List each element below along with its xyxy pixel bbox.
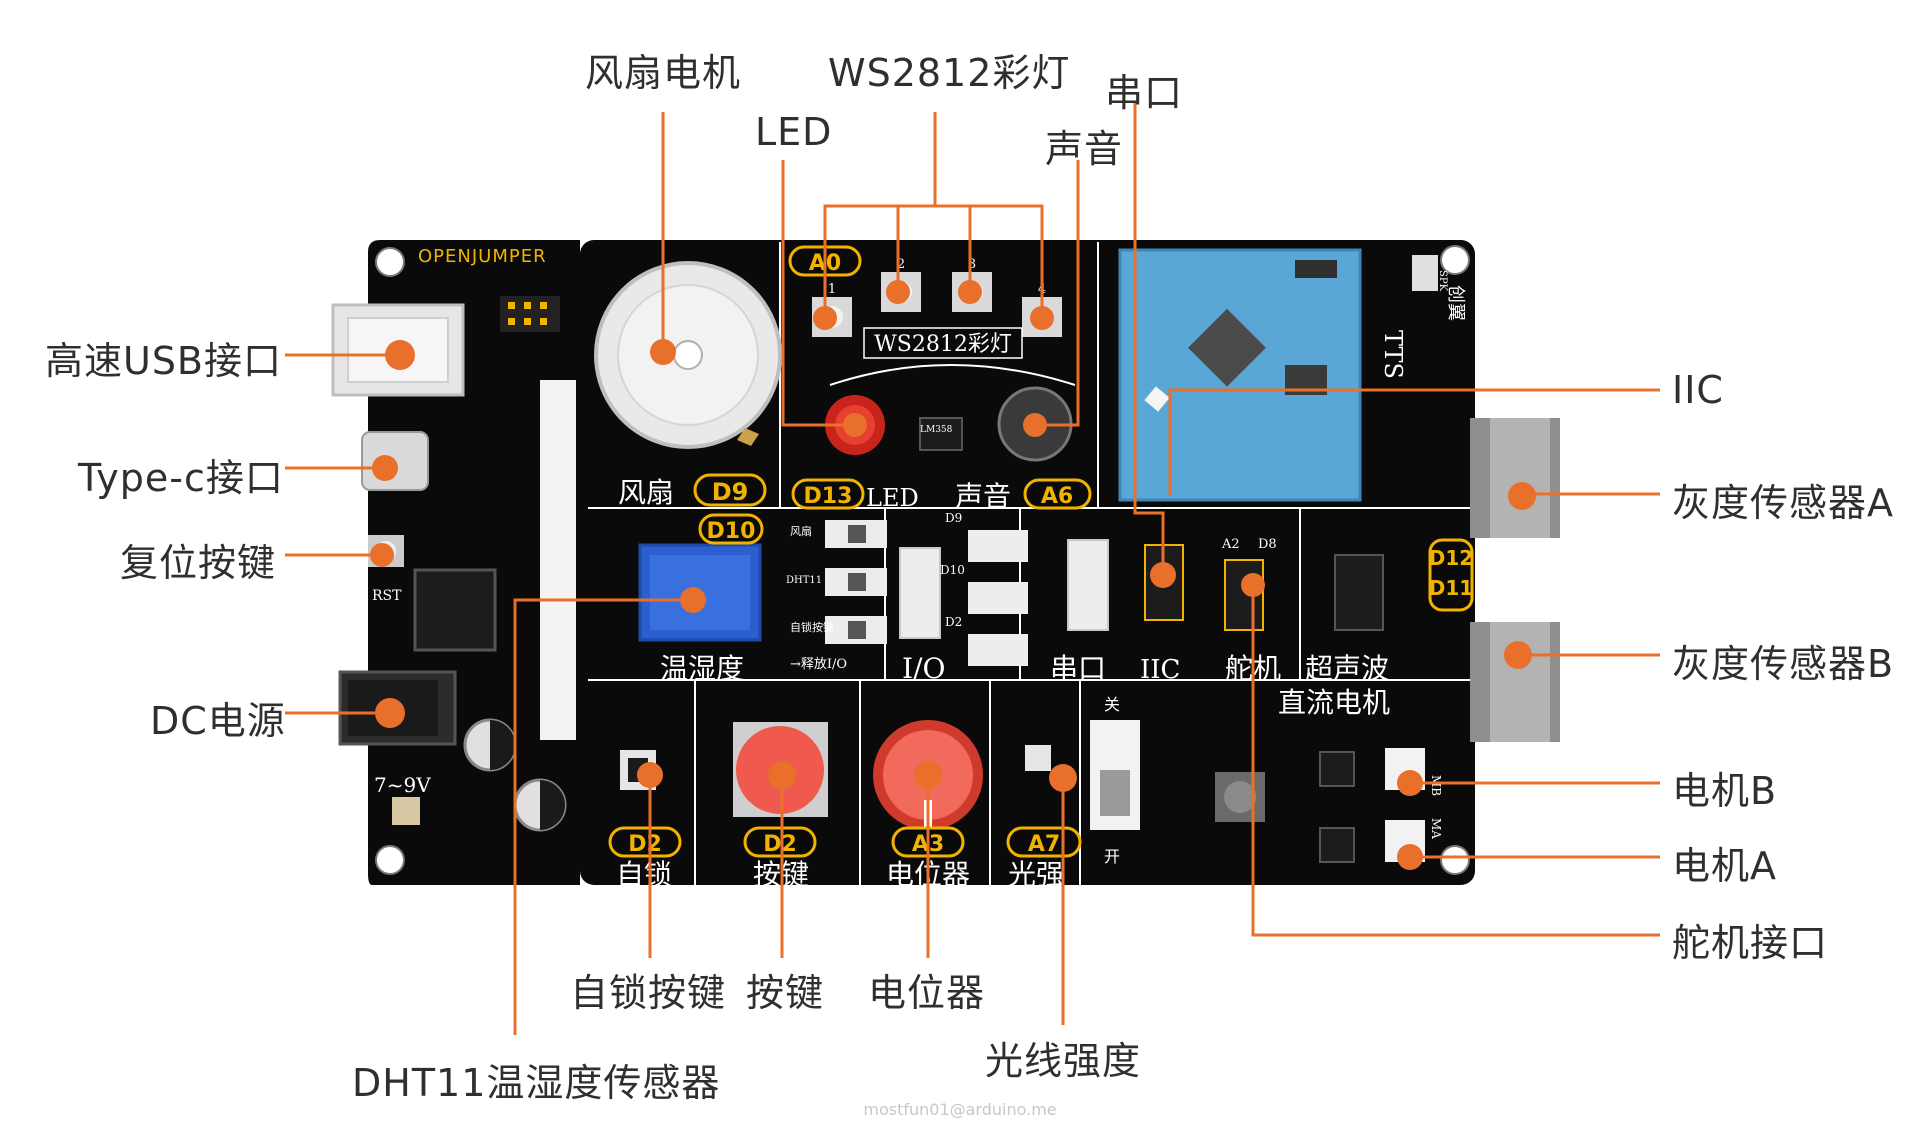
callout-fan-motor: 风扇电机 <box>585 51 742 95</box>
light-silk-label: 光强 <box>1008 858 1064 891</box>
tts-wireless-module <box>1118 248 1362 502</box>
latch-pin-tag: D2 <box>628 832 662 857</box>
callout-usb: 高速USB接口 <box>45 339 283 383</box>
switch-off-label: 关 <box>1104 695 1120 714</box>
io-switch-label: DHT11 <box>786 575 822 586</box>
watermark: mostfun01@arduino.me <box>863 1100 1057 1119</box>
temp-pin-tag: D10 <box>707 519 756 544</box>
dc-motor-silk-label: 直流电机 <box>1278 686 1390 719</box>
gray-sensor-b <box>1470 622 1560 742</box>
servo-pin-label: A2 <box>1221 537 1240 552</box>
io-silk-label: I/O <box>902 652 945 685</box>
callout-servo-port: 舵机接口 <box>1672 921 1829 965</box>
brand-logo: OPENJUMPER <box>418 246 547 267</box>
serial-silk-label: 串口 <box>1050 652 1106 685</box>
inductor <box>1215 772 1265 822</box>
power-switch <box>1090 720 1140 830</box>
servo-pin-label: D8 <box>1258 537 1277 552</box>
callout-key: 按键 <box>746 971 825 1015</box>
icsp-header <box>500 296 560 332</box>
opamp-label: LM358 <box>920 425 953 435</box>
callout-ws2812: WS2812彩灯 <box>828 51 1071 95</box>
io-switch-label: 自锁按键 <box>790 620 834 634</box>
serial-header <box>1067 539 1109 631</box>
io-pin-label: D2 <box>945 615 962 629</box>
callout-iic: IIC <box>1672 368 1724 412</box>
io-pin-label: D10 <box>940 563 965 577</box>
callout-sound: 声音 <box>1045 127 1124 171</box>
chuangyi-label: 创翼 <box>1445 285 1466 321</box>
iic-silk-label: IIC <box>1140 655 1180 685</box>
motor-driver-chips <box>1319 751 1355 863</box>
ultrasonic-silk-label: 超声波 <box>1305 652 1389 685</box>
leader-lines <box>285 102 1660 1035</box>
io-switches <box>825 520 887 644</box>
gray-pin-tag <box>1428 538 1474 612</box>
light-pin-tag: A7 <box>1028 832 1060 857</box>
callout-gray-a: 灰度传感器A <box>1672 481 1894 525</box>
callout-motor-a: 电机A <box>1672 844 1777 888</box>
callout-dc-power: DC电源 <box>150 699 286 743</box>
ws-led-number: 1 <box>828 282 836 297</box>
rst-label: RST <box>372 588 402 604</box>
opamp-chip <box>919 417 963 451</box>
callout-dht11: DHT11温湿度传感器 <box>352 1061 721 1105</box>
callout-gray-b: 灰度传感器B <box>1672 642 1895 686</box>
led-pin-tag: D13 <box>804 484 853 509</box>
gray-pin-d12: D12 <box>1429 546 1473 570</box>
temp-silk-label: 温湿度 <box>660 652 744 685</box>
gray-pin-d11: D11 <box>1429 576 1473 600</box>
callout-light-intensity: 光线强度 <box>985 1039 1142 1083</box>
fan-pin-tag: D9 <box>712 478 749 506</box>
io-release-label: →释放I/O <box>790 657 847 672</box>
mb-label: MB <box>1429 775 1443 796</box>
led-silk-label: LED <box>866 484 919 512</box>
gray-sensor-a <box>1470 418 1560 538</box>
callout-dots <box>370 280 1536 870</box>
sound-silk-label: 声音 <box>955 480 1011 513</box>
voltage-label: 7~9V <box>374 773 431 797</box>
mcu-chip <box>413 568 497 652</box>
capacitors <box>392 718 567 832</box>
io-switch-label: 风扇 <box>790 524 812 538</box>
callout-latch-key: 自锁按键 <box>570 971 727 1015</box>
ws-led-number: 3 <box>968 257 976 272</box>
io-header <box>899 530 1028 666</box>
callout-potentiometer: 电位器 <box>868 971 986 1015</box>
sound-pin-tag: A6 <box>1041 484 1073 509</box>
callout-motor-b: 电机B <box>1672 769 1778 813</box>
ma-label: MA <box>1429 818 1443 839</box>
callout-reset: 复位按键 <box>120 541 277 585</box>
key-pin-tag: D2 <box>763 832 797 857</box>
callout-led: LED <box>755 110 833 154</box>
tts-label: TTS <box>1379 330 1407 379</box>
light-sensor <box>1025 745 1051 771</box>
callout-serial: 串口 <box>1105 71 1184 115</box>
switch-on-label: 开 <box>1104 847 1120 866</box>
io-pin-label: D9 <box>945 511 962 525</box>
ws-silk-label: WS2812彩灯 <box>874 332 1012 357</box>
fan-silk-label: 风扇 <box>618 476 674 509</box>
callout-typec: Type-c接口 <box>78 456 284 500</box>
latch-silk-label: 自锁 <box>616 858 672 891</box>
spk-label: SPK <box>1437 270 1448 292</box>
ws-led-number: 2 <box>897 257 905 272</box>
motor-driver-chip <box>1334 554 1384 631</box>
fan-motor <box>594 261 782 449</box>
